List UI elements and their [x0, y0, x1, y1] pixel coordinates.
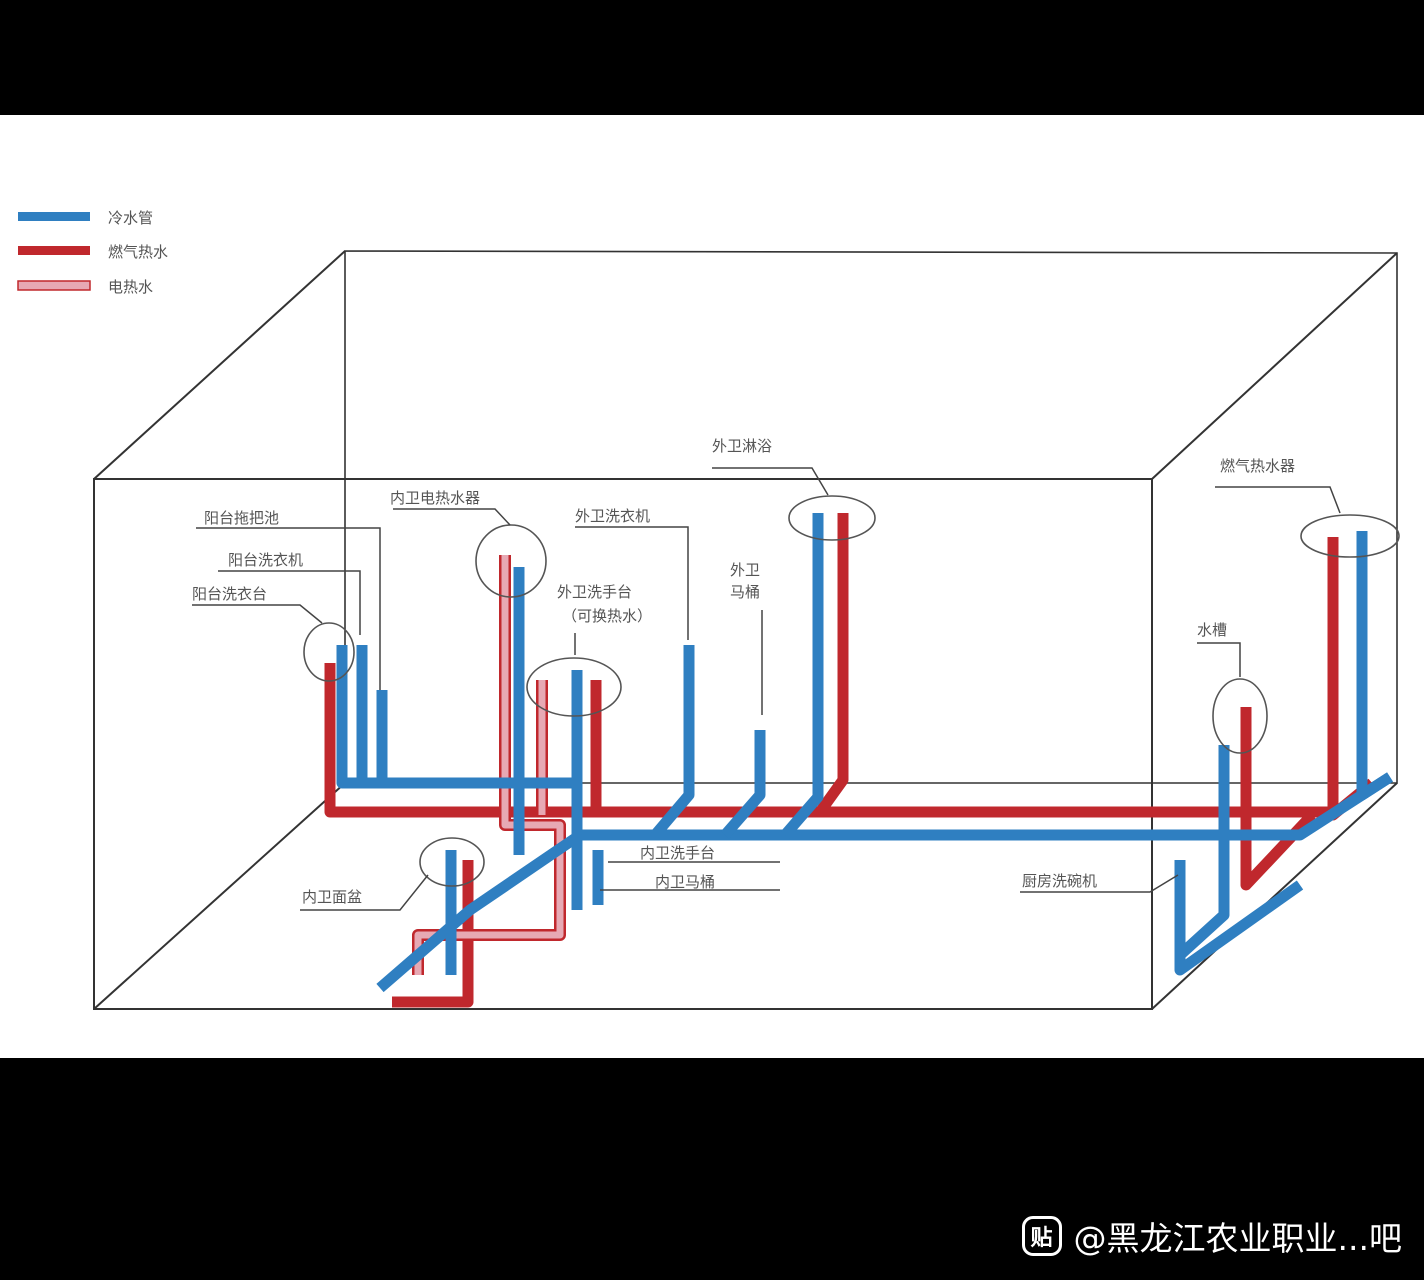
plumbing-diagram: 冷水管 燃气热水 电热水: [17, 209, 1400, 1010]
label-outer-toilet-line2: 马桶: [730, 583, 760, 601]
leader-lines: [192, 467, 1341, 911]
label-outer-basin-note: （可换热水）: [562, 607, 652, 625]
sink-hot: [1240, 707, 1317, 891]
legend-electric-hot-label: 电热水: [108, 278, 153, 296]
legend-cold-label: 冷水管: [108, 209, 153, 227]
callout-outer-basin: [526, 657, 622, 717]
callout-outer-shower: [788, 495, 876, 541]
label-inner-electric-heater: 内卫电热水器: [390, 489, 480, 507]
outer-shower-cold: [780, 513, 824, 839]
callout-balcony: [303, 622, 355, 682]
watermark-text: @黑龙江农业职业...吧: [1073, 1219, 1402, 1258]
annotation-labels: 阳台拖把池 阳台洗衣机 阳台洗衣台 内卫电热水器 外卫洗衣机 外卫洗手台 （可换…: [192, 437, 1295, 906]
label-outer-basin: 外卫洗手台: [557, 583, 632, 601]
edge-bottom-right: [1151, 782, 1398, 1010]
label-balcony-washer: 阳台洗衣机: [228, 551, 303, 569]
label-inner-toilet: 内卫马桶: [655, 873, 715, 891]
label-kitchen-dishwasher: 厨房洗碗机: [1022, 872, 1097, 890]
label-outer-shower: 外卫淋浴: [712, 437, 772, 455]
label-inner-shower: 内卫面盆: [302, 888, 362, 906]
cold-water-pipes: [336, 513, 1393, 993]
callout-gas-heater: [1300, 514, 1400, 558]
legend-swatch-gas-hot: [18, 246, 90, 255]
sink-cold: [1176, 745, 1230, 960]
diagram-canvas: 冷水管 燃气热水 电热水: [0, 115, 1424, 1058]
outer-shower-hot: [815, 513, 849, 816]
outer-washer-cold: [650, 645, 695, 839]
edge-top-right: [1151, 252, 1398, 480]
label-balcony-mop: 阳台拖把池: [204, 509, 279, 527]
label-sink: 水槽: [1197, 621, 1227, 639]
cold-riser-right: [1356, 531, 1393, 801]
watermark: 贴 @黑龙江农业职业...吧: [1021, 1212, 1402, 1260]
legend-swatch-cold: [18, 212, 90, 221]
room-wireframe: [93, 250, 1398, 1010]
gas-main-line: [324, 663, 1333, 818]
edge-bottom-left: [93, 782, 346, 1010]
label-outer-washer: 外卫洗衣机: [575, 507, 650, 525]
outer-toilet-cold: [720, 730, 766, 839]
callout-inner-heater: [475, 524, 547, 598]
legend-swatch-electric-hot: [17, 280, 91, 291]
label-outer-toilet-line1: 外卫: [730, 561, 760, 579]
legend: 冷水管 燃气热水 电热水: [17, 209, 168, 296]
legend-gas-hot-label: 燃气热水: [108, 243, 168, 261]
callout-sink: [1212, 678, 1268, 754]
electric-hot-pipes: [412, 555, 566, 975]
callout-circles: [303, 495, 1400, 887]
top-black-bar: [0, 0, 1424, 115]
dishwasher-cold: [1174, 860, 1304, 976]
label-gas-heater: 燃气热水器: [1220, 457, 1295, 475]
label-balcony-basin: 阳台洗衣台: [192, 585, 267, 603]
front-face: [93, 478, 1153, 1010]
tieba-logo-icon: 贴: [1021, 1216, 1062, 1256]
bottom-black-bar: [0, 1058, 1424, 1280]
balcony-basin-cold: [336, 645, 576, 789]
callout-inner-shower: [419, 837, 485, 887]
edge-top-left: [93, 250, 346, 480]
label-inner-basin: 内卫洗手台: [640, 844, 715, 862]
